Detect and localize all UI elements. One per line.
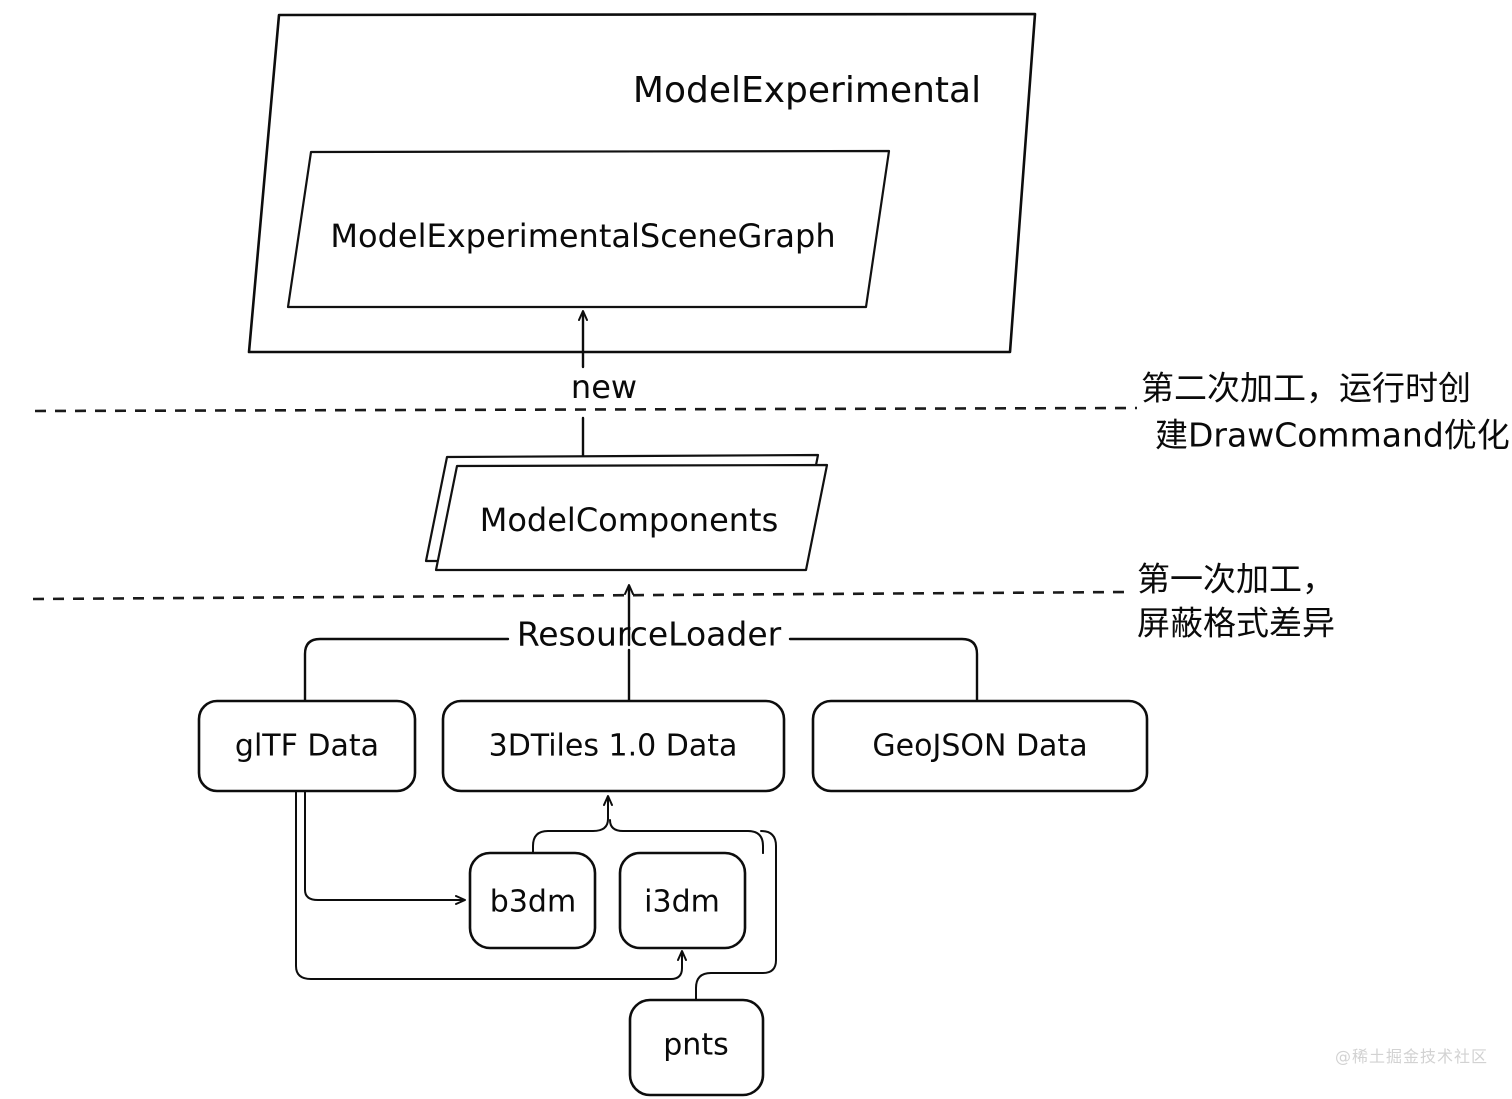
- node-3dtiles-data[interactable]: 3DTiles 1.0 Data: [441, 699, 786, 793]
- node-model-components-sheet-front: [434, 463, 829, 572]
- node-label-gltf-data: glTF Data: [235, 729, 379, 764]
- node-label-3dtiles-data: 3DTiles 1.0 Data: [489, 729, 738, 764]
- node-model-components[interactable]: ModelComponents: [424, 453, 829, 572]
- node-i3dm[interactable]: i3dm: [618, 851, 747, 950]
- watermark: @稀土掘金技术社区: [1334, 1047, 1488, 1066]
- annotation-stage-one-line1: 第一次加工，: [1137, 560, 1335, 599]
- edge-gltf-to-b3dm: [304, 790, 466, 905]
- annotation-stage-two: 第二次加工，运行时创 建DrawCommand优化: [1141, 369, 1510, 455]
- annotation-stage-one: 第一次加工， 屏蔽格式差异: [1137, 560, 1335, 643]
- edge-resource-loader-bus: ResourceLoader: [303, 584, 979, 703]
- annotation-stage-two-line1: 第二次加工，运行时创: [1141, 369, 1471, 408]
- node-label-resource-loader: ResourceLoader: [517, 615, 782, 654]
- node-label-geojson-data: GeoJSON Data: [872, 729, 1087, 764]
- edge-pnts-to-i3dm: [695, 830, 777, 1001]
- edge-b3dm-i3dm-to-3dtiles: [532, 795, 764, 854]
- node-label-b3dm: b3dm: [490, 885, 576, 920]
- node-label-model-components: ModelComponents: [480, 501, 779, 539]
- node-pnts[interactable]: pnts: [628, 998, 765, 1097]
- annotation-stage-two-line2: 建DrawCommand优化: [1155, 416, 1510, 455]
- node-model-experimental-scene-graph[interactable]: ModelExperimentalSceneGraph: [286, 149, 891, 309]
- node-label-pnts: pnts: [663, 1028, 728, 1063]
- node-label-scene-graph: ModelExperimentalSceneGraph: [330, 217, 835, 255]
- node-b3dm[interactable]: b3dm: [468, 851, 597, 950]
- annotation-stage-one-line2: 屏蔽格式差异: [1137, 604, 1335, 643]
- node-gltf-data[interactable]: glTF Data: [197, 699, 417, 793]
- edge-label-new: new: [571, 368, 637, 406]
- node-geojson-data[interactable]: GeoJSON Data: [811, 699, 1149, 793]
- divider-stage-two: [34, 406, 1138, 413]
- edge-gltf-to-i3dm: [295, 790, 687, 980]
- node-label-i3dm: i3dm: [644, 885, 720, 920]
- node-label-model-experimental: ModelExperimental: [633, 70, 981, 111]
- divider-stage-one: [32, 590, 1131, 601]
